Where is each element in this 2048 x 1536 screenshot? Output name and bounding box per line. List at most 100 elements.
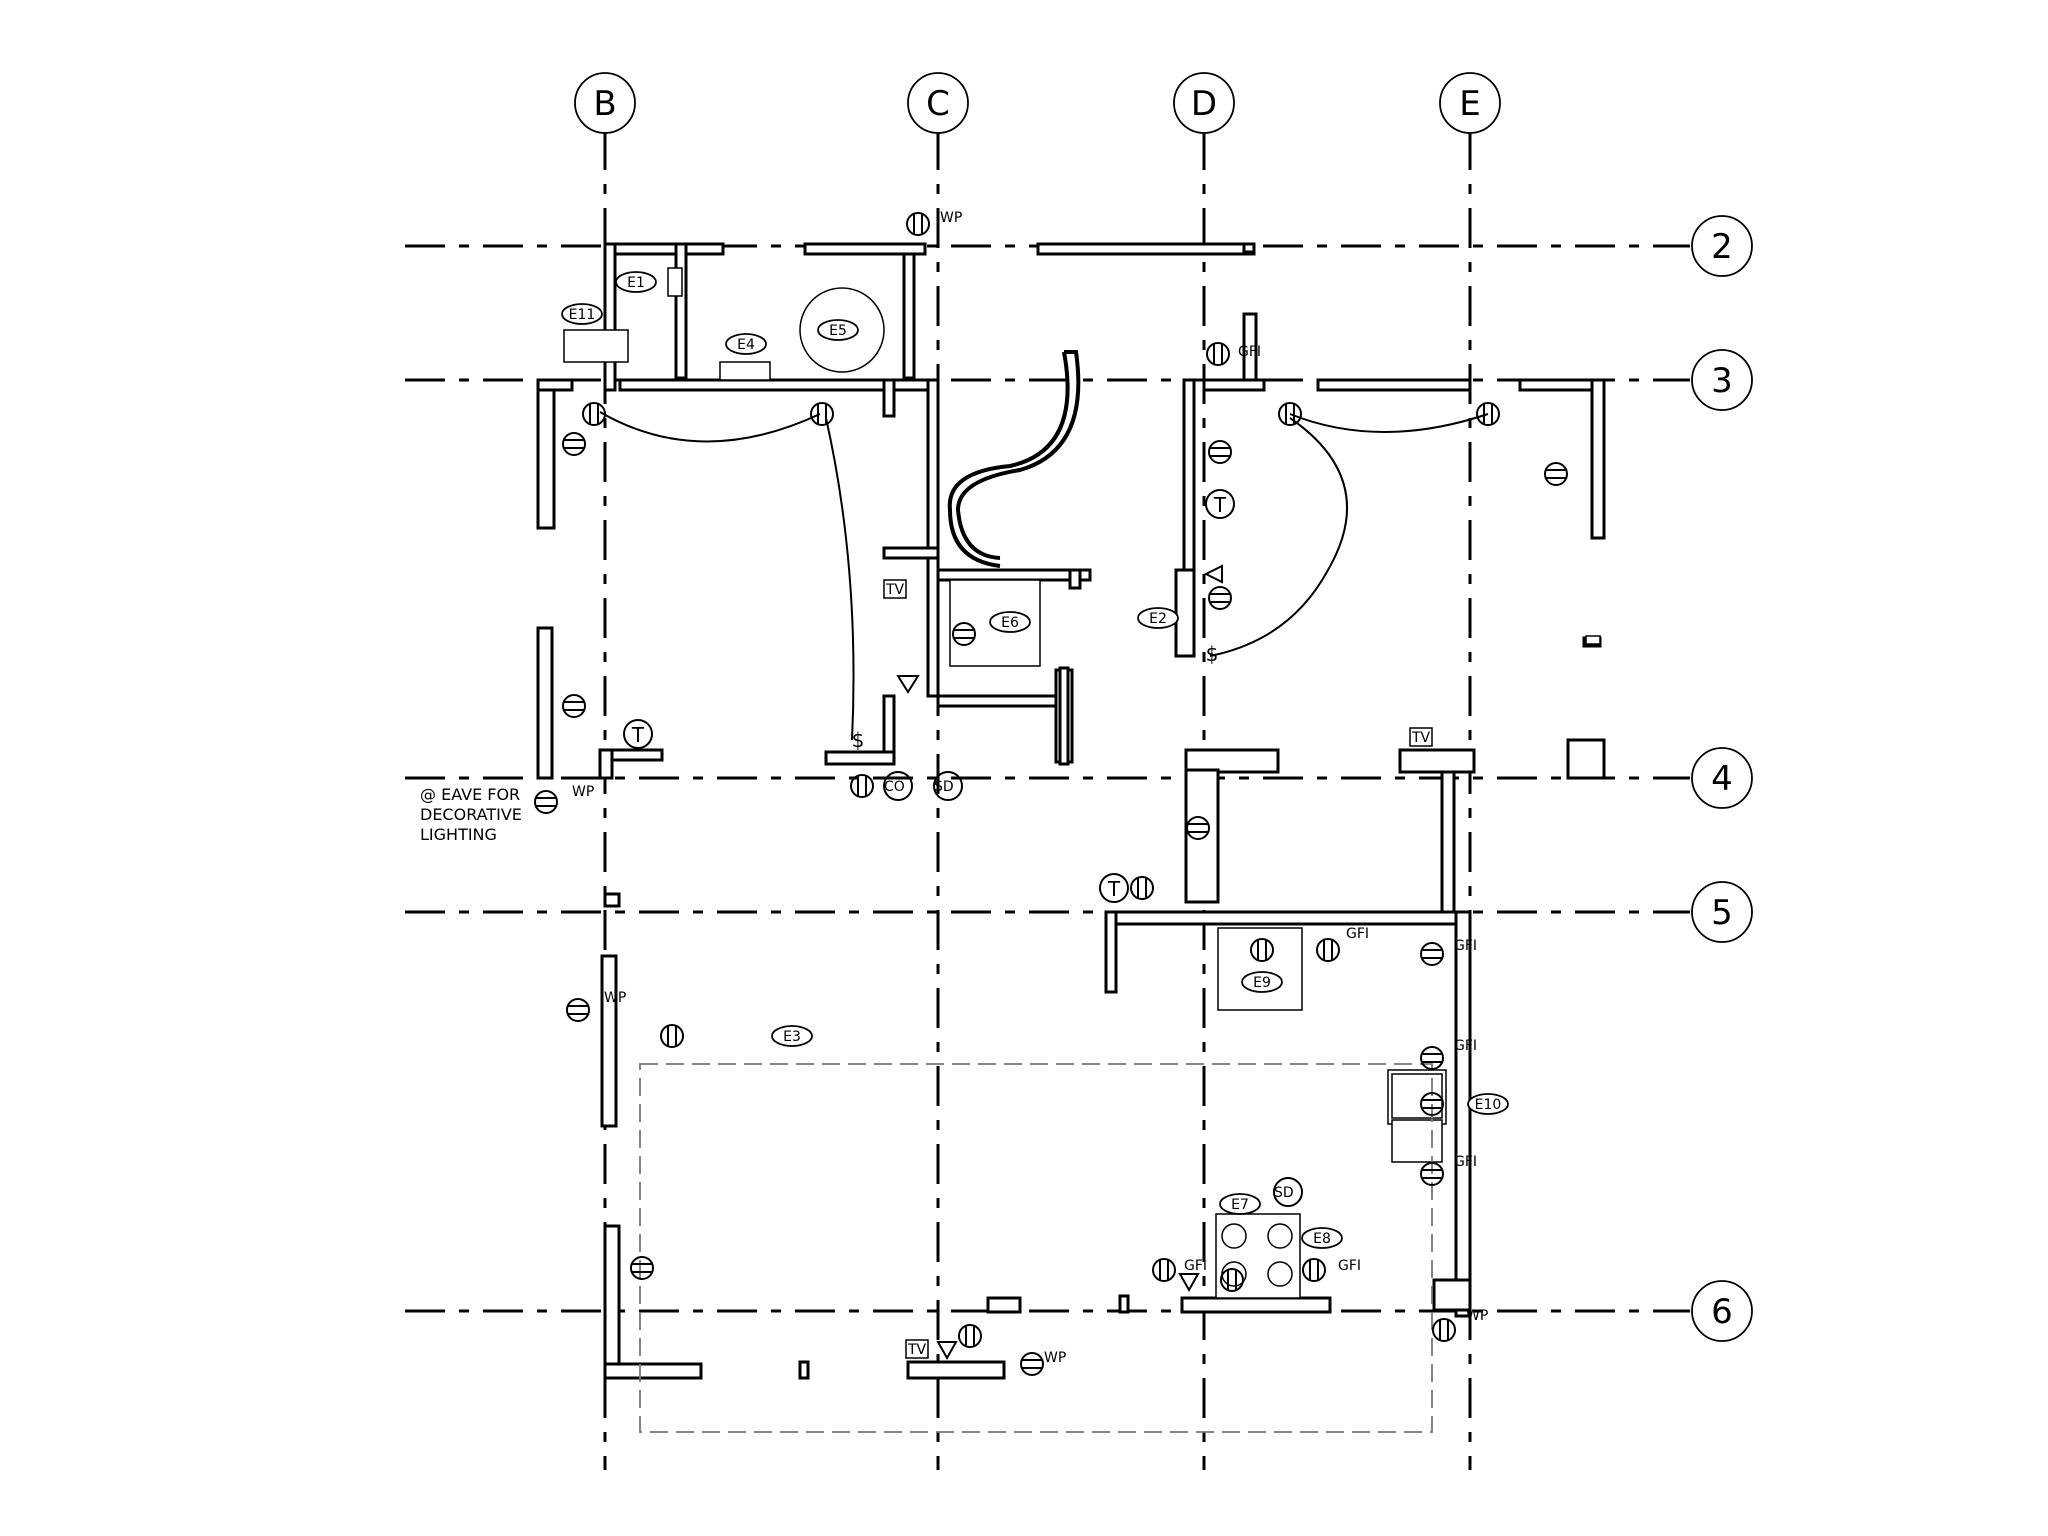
curved-wall: [947, 351, 1070, 568]
receptacle-icon: [582, 402, 606, 426]
grid-label-D: D: [1191, 84, 1217, 124]
triangle-icon: [936, 1341, 958, 1361]
wall-segment: [536, 378, 556, 530]
tag-E9: E9: [1253, 975, 1271, 991]
wall-segment: [824, 750, 896, 766]
burner: [1267, 1261, 1293, 1287]
gfi-label: GFI: [1346, 926, 1369, 942]
note-line-3: LIGHTING: [420, 825, 497, 844]
tag-E5: E5: [829, 323, 847, 339]
eave-note: @ EAVE FOR DECORATIVE LIGHTING: [420, 785, 522, 844]
note-line-2: DECORATIVE: [420, 805, 522, 824]
thermostat-label: T: [1213, 493, 1227, 517]
tag-oval: [989, 611, 1031, 633]
gfi-label: GFI: [1454, 1154, 1477, 1170]
wp-label: WP: [604, 990, 626, 1006]
wall-segment: [1184, 748, 1280, 774]
grid-bubble-5: [1691, 881, 1753, 943]
wall-segment: [603, 242, 617, 392]
co-detector-icon: [883, 771, 913, 801]
receptacle-icon: [1130, 876, 1154, 900]
wall-segment: [936, 568, 1092, 582]
receptacles: [534, 212, 1568, 1376]
grid-label-6: 6: [1711, 1292, 1733, 1332]
wall-segment: [1058, 666, 1070, 766]
receptacle-icon: [1420, 1092, 1444, 1116]
receptacle-icon: [1420, 1046, 1444, 1070]
receptacle-icon: [1020, 1352, 1044, 1376]
receptacle-icon: [1432, 1318, 1456, 1342]
appliance: [719, 361, 771, 381]
wall-segment: [1180, 1296, 1332, 1314]
wall-segment: [986, 1296, 1022, 1314]
wall-segment: [882, 546, 940, 560]
grid-bubble-E: [1439, 72, 1501, 134]
grid-bubble-4: [1691, 747, 1753, 809]
wall-segment: [600, 954, 618, 1128]
wall-segment: [536, 378, 574, 392]
receptacle-icon: [1302, 1258, 1326, 1282]
sink-basin: [1391, 1073, 1443, 1119]
sd-label: SD: [1274, 1185, 1294, 1201]
tag-E6: E6: [1001, 615, 1019, 631]
burner: [1221, 1223, 1247, 1249]
receptacle-icon: [958, 1324, 982, 1348]
receptacle-icon: [1220, 1268, 1244, 1292]
tag-E11: E11: [569, 307, 596, 323]
wall-segment: [618, 378, 930, 392]
receptacle-icon: [906, 212, 930, 236]
grid-label-2: 2: [1711, 227, 1733, 267]
wall-segment: [882, 378, 896, 418]
switch-label: $: [1206, 642, 1219, 666]
tv-box: [905, 1339, 929, 1359]
tv-label: TV: [907, 1342, 927, 1358]
smoke-detector-icon: [933, 771, 963, 801]
wall-segment: [603, 1224, 621, 1380]
grid-label-5: 5: [1711, 893, 1733, 933]
tv-label: TV: [885, 582, 905, 598]
wall-segment: [1202, 378, 1266, 392]
wp-label: WP: [572, 784, 594, 800]
gfi-label: GFI: [1338, 1258, 1361, 1274]
receptacle-icon: [1476, 402, 1500, 426]
tag-E10: E10: [1475, 1097, 1502, 1113]
wall-segment: [926, 378, 940, 698]
tv-label: TV: [1411, 730, 1431, 746]
receptacle-icon: [1186, 816, 1210, 840]
walls: [536, 242, 1606, 1380]
wall-segment: [674, 242, 688, 380]
wall-segment: [798, 1360, 810, 1380]
gfi-label: GFI: [1184, 1258, 1207, 1274]
grid-label-3: 3: [1711, 361, 1733, 401]
grid-bubble-C: [907, 72, 969, 134]
wall-segment: [906, 1360, 1006, 1380]
receptacle-icon: [952, 622, 976, 646]
receptacle-icon: [1420, 942, 1444, 966]
wall-segment: [1118, 1294, 1130, 1314]
grid-label-B: B: [593, 84, 616, 124]
grid-bubble-2: [1691, 215, 1753, 277]
wall-segment: [1454, 910, 1472, 1318]
wall-segment: [1036, 242, 1256, 256]
wall-segment: [603, 892, 621, 908]
tag-oval: [615, 271, 657, 293]
wp-label: WP: [1466, 1308, 1488, 1324]
tag-E3: E3: [783, 1029, 801, 1045]
co-label: CO: [884, 779, 905, 795]
receptacle-icon: [1278, 402, 1302, 426]
wall-segment: [803, 242, 927, 256]
grid-bubble-D: [1173, 72, 1235, 134]
triangle-icon: [1203, 564, 1223, 584]
curved-wall: [955, 350, 1081, 560]
receptacle-icon: [1544, 462, 1568, 486]
wall-segment: [1440, 770, 1456, 914]
electrical-panel: [563, 329, 629, 363]
wall-segment: [603, 242, 725, 256]
door-swing: [599, 411, 821, 443]
wp-label: WP: [940, 210, 962, 226]
disconnect: [667, 267, 683, 297]
receptacle-icon: [660, 1024, 684, 1048]
grid-bubble-B: [574, 72, 636, 134]
receptacle-icon: [1250, 938, 1274, 962]
